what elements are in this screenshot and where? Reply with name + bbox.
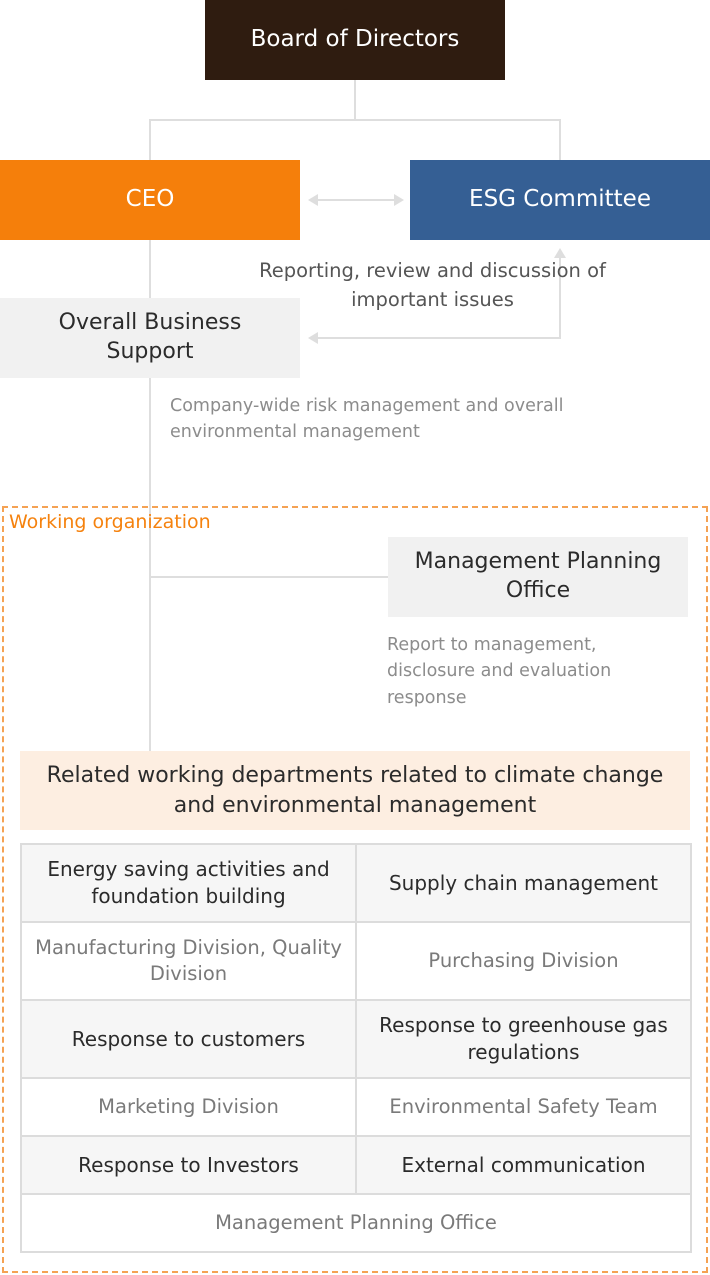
- table-row: Energy saving activities and foundation …: [20, 843, 692, 923]
- table-cell: Supply chain management: [355, 843, 692, 923]
- reporting-note: Reporting, review and discussion of impo…: [259, 259, 606, 312]
- table-row: Marketing Division Environmental Safety …: [20, 1077, 692, 1137]
- ceo-spine-upper: [149, 240, 151, 298]
- esg-drop-line: [559, 119, 561, 160]
- arrowhead-up-icon: [554, 248, 566, 258]
- company-wide-note: Company-wide risk management and overall…: [170, 396, 564, 443]
- table-cell: Response to Investors: [20, 1135, 357, 1195]
- esg-committee-box: ESG Committee: [410, 160, 710, 240]
- overall-business-support-box: Overall Business Support: [0, 298, 300, 378]
- board-connector: [354, 80, 356, 120]
- board-of-directors-box: Board of Directors: [205, 0, 505, 80]
- ceo-esg-arrow-line: [318, 199, 394, 201]
- esg-return-horizontal: [318, 337, 561, 339]
- table-cell: External communication: [355, 1135, 692, 1195]
- arrowhead-left-icon: [308, 332, 318, 344]
- arrowhead-left-icon: [308, 194, 318, 206]
- ceo-spine-lower: [149, 378, 151, 751]
- departments-table: Energy saving activities and foundation …: [20, 843, 692, 1253]
- mpo-report-note: Report to management, disclosure and eva…: [387, 635, 612, 708]
- management-planning-office-box: Management Planning Office: [388, 537, 688, 617]
- table-cell: Response to greenhouse gas regulations: [355, 999, 692, 1079]
- table-cell: Environmental Safety Team: [355, 1077, 692, 1137]
- table-row: Manufacturing Division, Quality Division…: [20, 921, 692, 1001]
- ceo-drop-line: [149, 119, 151, 160]
- related-departments-heading: Related working departments related to c…: [20, 751, 690, 830]
- table-cell: Marketing Division: [20, 1077, 357, 1137]
- board-branch-line: [149, 119, 561, 121]
- ceo-box: CEO: [0, 160, 300, 240]
- arrowhead-right-icon: [394, 194, 404, 206]
- esg-return-vertical: [559, 258, 561, 338]
- mpo-branch-line: [149, 576, 388, 578]
- table-cell: Manufacturing Division, Quality Division: [20, 921, 357, 1001]
- table-cell: Management Planning Office: [20, 1193, 692, 1253]
- table-row: Management Planning Office: [20, 1193, 692, 1253]
- table-cell: Energy saving activities and foundation …: [20, 843, 357, 923]
- working-organization-label: Working organization: [9, 511, 211, 533]
- working-organization-frame: [2, 506, 708, 1273]
- table-row: Response to customers Response to greenh…: [20, 999, 692, 1079]
- table-row: Response to Investors External communica…: [20, 1135, 692, 1195]
- table-cell: Purchasing Division: [355, 921, 692, 1001]
- table-cell: Response to customers: [20, 999, 357, 1079]
